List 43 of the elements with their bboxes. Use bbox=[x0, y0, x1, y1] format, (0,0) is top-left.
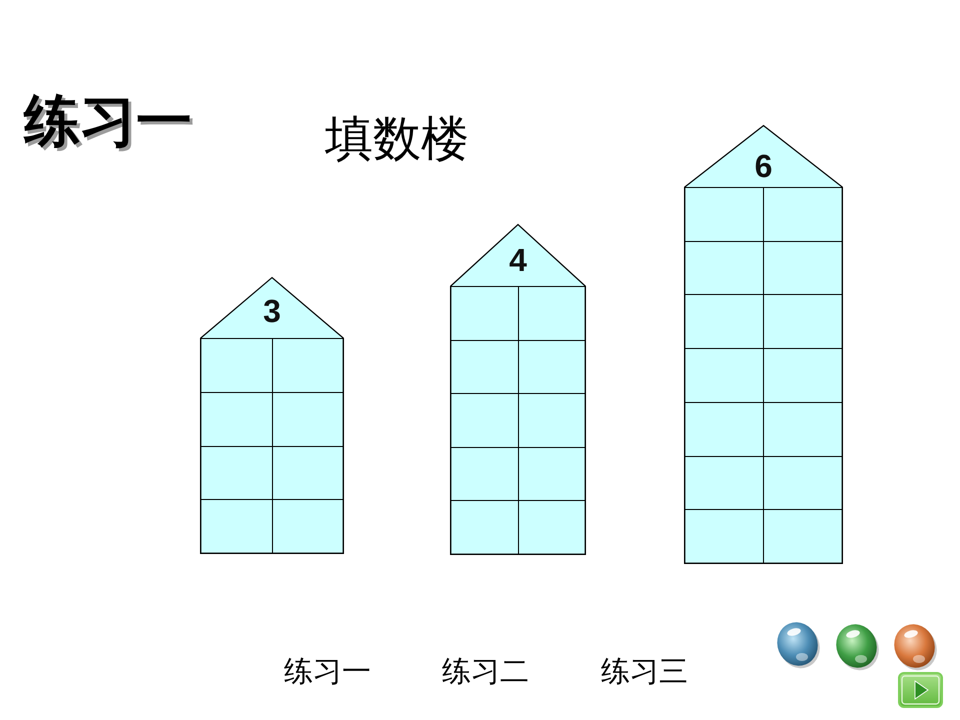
nav-link: 练习三 bbox=[601, 655, 688, 688]
answer-box bbox=[764, 295, 843, 350]
answer-box bbox=[685, 295, 764, 350]
house-number: 6 bbox=[754, 149, 772, 184]
answer-box bbox=[451, 501, 518, 555]
house-shape bbox=[684, 125, 843, 564]
answer-box bbox=[685, 456, 764, 510]
house-number: 4 bbox=[509, 243, 527, 278]
answer-box bbox=[518, 340, 586, 394]
answer-box bbox=[764, 349, 843, 403]
answer-box bbox=[518, 287, 586, 341]
answer-box bbox=[685, 402, 764, 457]
house-shape bbox=[200, 277, 344, 554]
answer-box bbox=[685, 510, 764, 564]
answer-box bbox=[764, 242, 843, 296]
answer-box bbox=[272, 446, 344, 500]
answer-box bbox=[451, 340, 518, 394]
subtitle: 填数楼 bbox=[325, 112, 469, 168]
answer-box bbox=[272, 339, 344, 393]
answer-box bbox=[518, 394, 586, 448]
answer-box bbox=[764, 510, 843, 564]
answer-box bbox=[518, 501, 586, 555]
answer-box bbox=[272, 500, 344, 554]
answer-box bbox=[451, 394, 518, 448]
answer-box bbox=[518, 448, 586, 502]
house-shape bbox=[450, 224, 586, 555]
answer-box bbox=[201, 500, 272, 554]
answer-box bbox=[451, 448, 518, 502]
nav-link: 练习二 bbox=[442, 655, 529, 688]
answer-box bbox=[201, 392, 272, 446]
answer-box bbox=[764, 456, 843, 510]
answer-box bbox=[685, 242, 764, 296]
house-number: 3 bbox=[263, 294, 281, 330]
answer-box bbox=[685, 188, 764, 242]
answer-box bbox=[764, 188, 843, 242]
answer-box bbox=[272, 392, 344, 446]
nav-link: 练习一 bbox=[284, 655, 371, 688]
answer-box bbox=[764, 402, 843, 457]
answer-box bbox=[451, 287, 518, 341]
heading: 练习一 bbox=[24, 90, 192, 154]
answer-box bbox=[685, 349, 764, 403]
answer-box bbox=[201, 339, 272, 393]
answer-box bbox=[201, 446, 272, 500]
